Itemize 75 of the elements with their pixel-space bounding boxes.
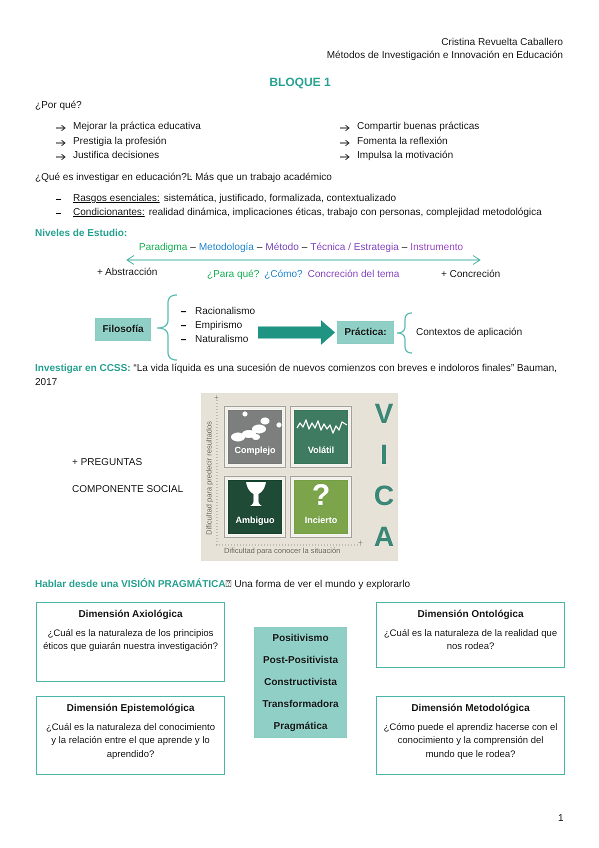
question-text: ¿Cuál es la naturaleza del conocimiento y la relación entre el que aprende y lo aprendido?	[45, 721, 216, 761]
vica-panel	[201, 393, 398, 561]
paradigm-name: Pragmática	[274, 720, 328, 734]
question-mark: ?	[312, 480, 330, 512]
paradigm-name: Transformadora	[262, 698, 339, 712]
plus-sign: +	[214, 393, 219, 403]
list-item: Racionalismo	[195, 306, 256, 318]
paradigm-name: Constructivista	[264, 676, 337, 690]
scale-end-label: + Concreción	[441, 269, 500, 281]
section-heading: Niveles de Estudio:	[35, 228, 128, 240]
plus-sign: +	[358, 538, 363, 548]
quadrant-tile	[290, 476, 352, 538]
list-item: Fomenta la reflexión	[357, 136, 448, 148]
question-heading: ¿Por qué?	[35, 100, 82, 112]
dimension-box	[376, 602, 565, 668]
level-term: Método	[265, 242, 299, 254]
question-text: ¿Cuál es la naturaleza de la realidad que nos rodea?	[382, 627, 558, 654]
level-question: ¿Para qué?	[207, 269, 260, 281]
paradigm-name: Positivismo	[272, 632, 329, 646]
quote-paragraph: Investigar en CCSS: “La vida líquida es una sucesión de nuevos comienzos con breves e indoloros finales” Bauman, 2017	[35, 362, 558, 390]
level-question: ¿Cómo?	[264, 269, 303, 281]
paradigm-name: Post-Positivista	[262, 654, 338, 668]
underlined-term: Condicionantes:	[73, 207, 145, 219]
dimension-box	[376, 696, 565, 775]
description-text: sistemática, justificado, formalizada, contextualizado	[164, 193, 396, 205]
note-text: + PREGUNTAS	[72, 457, 142, 469]
question-text: ¿Cuál es la naturaleza de los principios éticos que guiarán nuestra investigación?	[42, 627, 219, 654]
list-item: Justifica decisiones	[73, 150, 160, 162]
list-item: Naturalismo	[195, 334, 248, 346]
tile-label: Ambiguo	[236, 515, 274, 526]
quadrant-tile	[224, 476, 286, 538]
list-item: Compartir buenas prácticas	[357, 121, 480, 133]
tile-label: Incierto	[304, 515, 338, 526]
level-term: Metodología	[198, 242, 254, 254]
author-name: Cristina Revuelta Caballero	[441, 37, 563, 49]
concept-box	[337, 321, 394, 344]
concept-box	[95, 318, 151, 341]
question-text: ¿Cómo puede el aprendiz hacerse con el conocimiento y la comprensión del mundo que le rodea?	[382, 721, 558, 761]
question-heading: ¿Qué es investigar en educación?Ŀ Más que un trabajo académico	[35, 172, 332, 184]
list-item: Mejorar la práctica educativa	[73, 121, 201, 133]
box-label: Práctica:	[344, 326, 387, 338]
page-number: 1	[558, 813, 564, 825]
quadrant-tile	[290, 406, 352, 468]
section-heading: Hablar desde una VISIÓN PRAGMÁTICA⍰ Una forma de ver el mundo y explorarlo	[35, 579, 410, 591]
box-heading: Dimensión Epistemológica	[66, 703, 194, 715]
list-item: Empirismo	[195, 320, 242, 332]
paradigm-box	[254, 627, 347, 738]
dimension-box	[36, 602, 225, 682]
dash-separator: –	[402, 242, 408, 254]
course-name: Métodos de Investigación e Innovación en Educación	[326, 50, 563, 62]
underlined-term: Rasgos esenciales:	[73, 193, 160, 205]
acronym-letters: V I C A	[372, 397, 396, 554]
level-term: Paradigma	[138, 242, 188, 254]
dash-separator: –	[302, 242, 308, 254]
quadrant-tile	[224, 406, 286, 468]
description-text: realidad dinámica, implicaciones éticas, trabajo con personas, complejidad metodológica	[148, 207, 542, 219]
list-item: Prestigia la profesión	[73, 136, 166, 148]
box-heading: Dimensión Axiológica	[78, 609, 183, 621]
dash-separator: –	[256, 242, 262, 254]
tile-label: Volátil	[308, 445, 334, 456]
block-arrow	[258, 320, 335, 345]
page-title: BLOQUE 1	[269, 75, 331, 90]
note-text: COMPONENTE SOCIAL	[72, 484, 184, 496]
level-question: Concreción del tema	[308, 269, 400, 281]
box-heading: Dimensión Metodológica	[411, 703, 530, 715]
list-item: Impulsa la motivación	[357, 150, 454, 162]
level-term: Técnica / Estrategia	[310, 242, 399, 254]
box-label: Filosofía	[102, 324, 144, 336]
scale-end-label: + Abstracción	[97, 267, 158, 279]
box-heading: Dimensión Ontológica	[417, 609, 524, 621]
description-text: Contextos de aplicación	[416, 327, 522, 339]
tile-label: Complejo	[234, 445, 276, 456]
dimension-box	[36, 696, 225, 775]
level-term: Instrumento	[410, 242, 464, 254]
dash-separator: –	[190, 242, 196, 254]
